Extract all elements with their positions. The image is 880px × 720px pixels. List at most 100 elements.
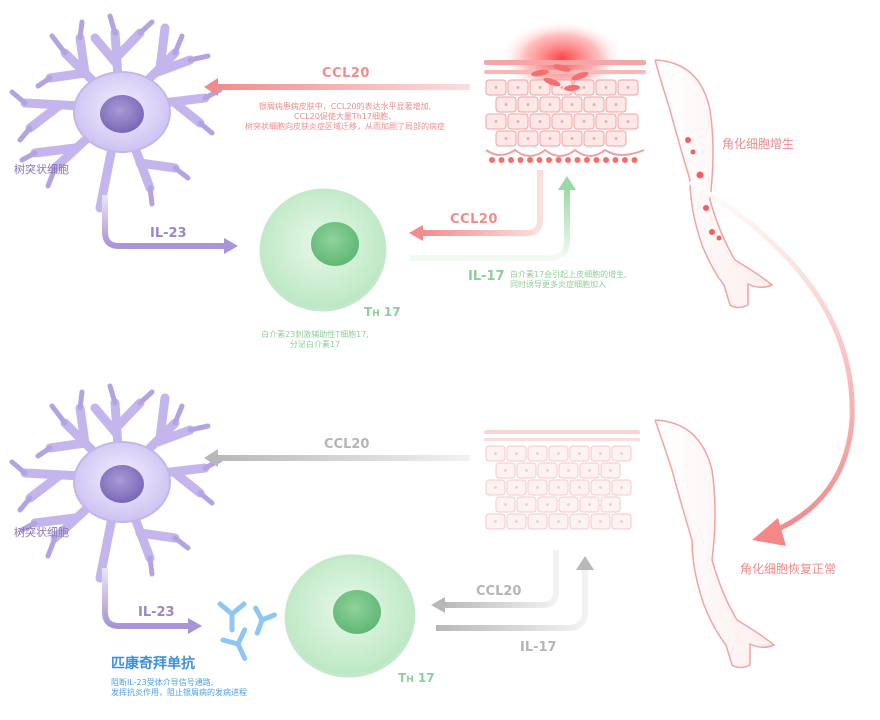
skin-cell-nucleus [516,120,520,123]
skin-cell-nucleus [538,120,542,123]
th17-h: H [372,309,380,319]
ccl20-note-line: CCL20促使大量Th17细胞、 [294,112,396,121]
th17-label: TH 17 [364,305,401,320]
ccl20-arrowhead-bottom-long [204,449,218,467]
skin-cell-nucleus [570,103,574,106]
il17-note-line: 同时诱导更多炎症细胞加入 [510,280,606,289]
skin-cell-nucleus [599,520,602,523]
th17-num: 17 [413,671,435,685]
skin-cell-nucleus [504,137,508,140]
il17-arrowhead-top [558,176,576,190]
skin-cell-nucleus [557,520,560,523]
skin-dot [517,157,524,163]
skin-cell-nucleus [567,469,570,472]
ccl20-arrow-bottom-short [442,550,559,608]
skin-cell-nucleus [536,452,539,455]
transition-arrow [688,179,855,535]
skin-dot [546,157,552,163]
skin-cell-nucleus [609,469,612,472]
skin-dot [631,157,638,163]
skin-cell-nucleus [515,486,518,489]
th17-t: T [364,305,373,319]
skin-dot [489,157,495,163]
skin-cell-nucleus [614,137,618,140]
th17-h: H [406,675,414,685]
skin-layer-icon [484,20,646,163]
dendritic-cell-icon [9,383,223,583]
skin-cell-nucleus [548,103,552,106]
skin-cell-nucleus [504,103,508,106]
ccl20-label-long: CCL20 [322,66,370,81]
il23-arrowhead [188,618,202,634]
skin-cell-nucleus [516,86,520,89]
th17-label: TH 17 [398,671,435,686]
skin-cell-nucleus [588,503,591,506]
ccl20-label-short: CCL20 [476,584,522,599]
skin-dot [508,157,514,163]
transition-arrowhead [752,518,786,546]
th17-num: 17 [379,305,401,319]
il23-note-line: 分泌白介素17 [289,340,341,349]
skin-dot [603,157,609,163]
il23-label: IL-23 [138,605,175,620]
skin-dot [527,157,533,163]
skin-cell-nucleus [557,486,560,489]
skin-cell-nucleus [578,486,581,489]
skin-layer-icon [484,430,640,530]
th17-t: T [398,671,407,685]
skin-dot [593,157,600,163]
il23-label: IL-23 [150,226,187,241]
il17-note-line: 白介素17会引起上皮细胞的增生, [510,270,627,279]
skin-cell-nucleus [494,486,497,489]
skin-cell-nucleus [494,120,498,123]
skin-cell-nucleus [494,86,498,89]
skin-cell-nucleus [582,120,586,123]
ccl20-arrow-top-short [420,170,543,236]
skin-dot [565,157,571,163]
skin-cell-nucleus [525,503,528,506]
skin-cell-nucleus [592,103,596,106]
skin-cell-nucleus [560,86,564,89]
arm-icon [654,59,774,309]
skin-cell-nucleus [557,452,560,455]
skin-cell-nucleus [526,137,530,140]
drug-note-line: 发挥抗炎作用，阻止银屑病的发病进程 [111,688,247,697]
skin-cell-nucleus [560,120,564,123]
skin-cell-nucleus [515,520,518,523]
ccl20-note: 银屑病患病皮肤中，CCL20的表达水平显著增加, CCL20促使大量Th17细胞… [225,102,465,132]
skin-cell-nucleus [570,137,574,140]
skin-cell-nucleus [567,503,570,506]
il17-note: 白介素17会引起上皮细胞的增生, 同时诱导更多炎症细胞加入 [510,270,627,290]
drug-note-line: 阻断IL-23受体介导信号通路, [111,678,214,687]
skin-cell-nucleus [504,503,507,506]
antibody-icon [217,601,277,662]
dendritic-cell-icon [9,13,223,213]
skin-dot [555,157,562,163]
il23-note-line: 白介素23刺激辅助性T细胞17, [261,330,369,339]
skin-cell-nucleus [582,86,586,89]
skin-cell-nucleus [546,469,549,472]
il23-arrowhead [224,238,238,254]
skin-cell-nucleus [614,103,618,106]
ccl20-note-line: 树突状细胞向皮肤炎症区域迁移，从而加剧了局部的病症 [245,122,445,131]
skin-cell-nucleus [536,486,539,489]
skin-cell-nucleus [546,503,549,506]
ccl20-arrow-bottom-long [215,455,470,461]
skin-dot [612,157,619,163]
skin-cell-nucleus [620,520,623,523]
il17-arrow-top [410,188,570,261]
il17-arrow-bottom [436,568,588,631]
skin-dot [536,157,543,163]
arm-icon [654,419,776,669]
drug-name: 匹康奇拜单抗 [111,656,195,672]
skin-cell-nucleus [588,469,591,472]
dendritic-cell-label: 树突状细胞 [14,526,69,539]
skin-cell-nucleus [592,137,596,140]
skin-dot [498,157,505,163]
ccl20-arrow-top-long [215,84,470,90]
skin-cell-nucleus [525,469,528,472]
skin-cell-nucleus [626,120,630,123]
il17-label: IL-17 [520,640,557,655]
